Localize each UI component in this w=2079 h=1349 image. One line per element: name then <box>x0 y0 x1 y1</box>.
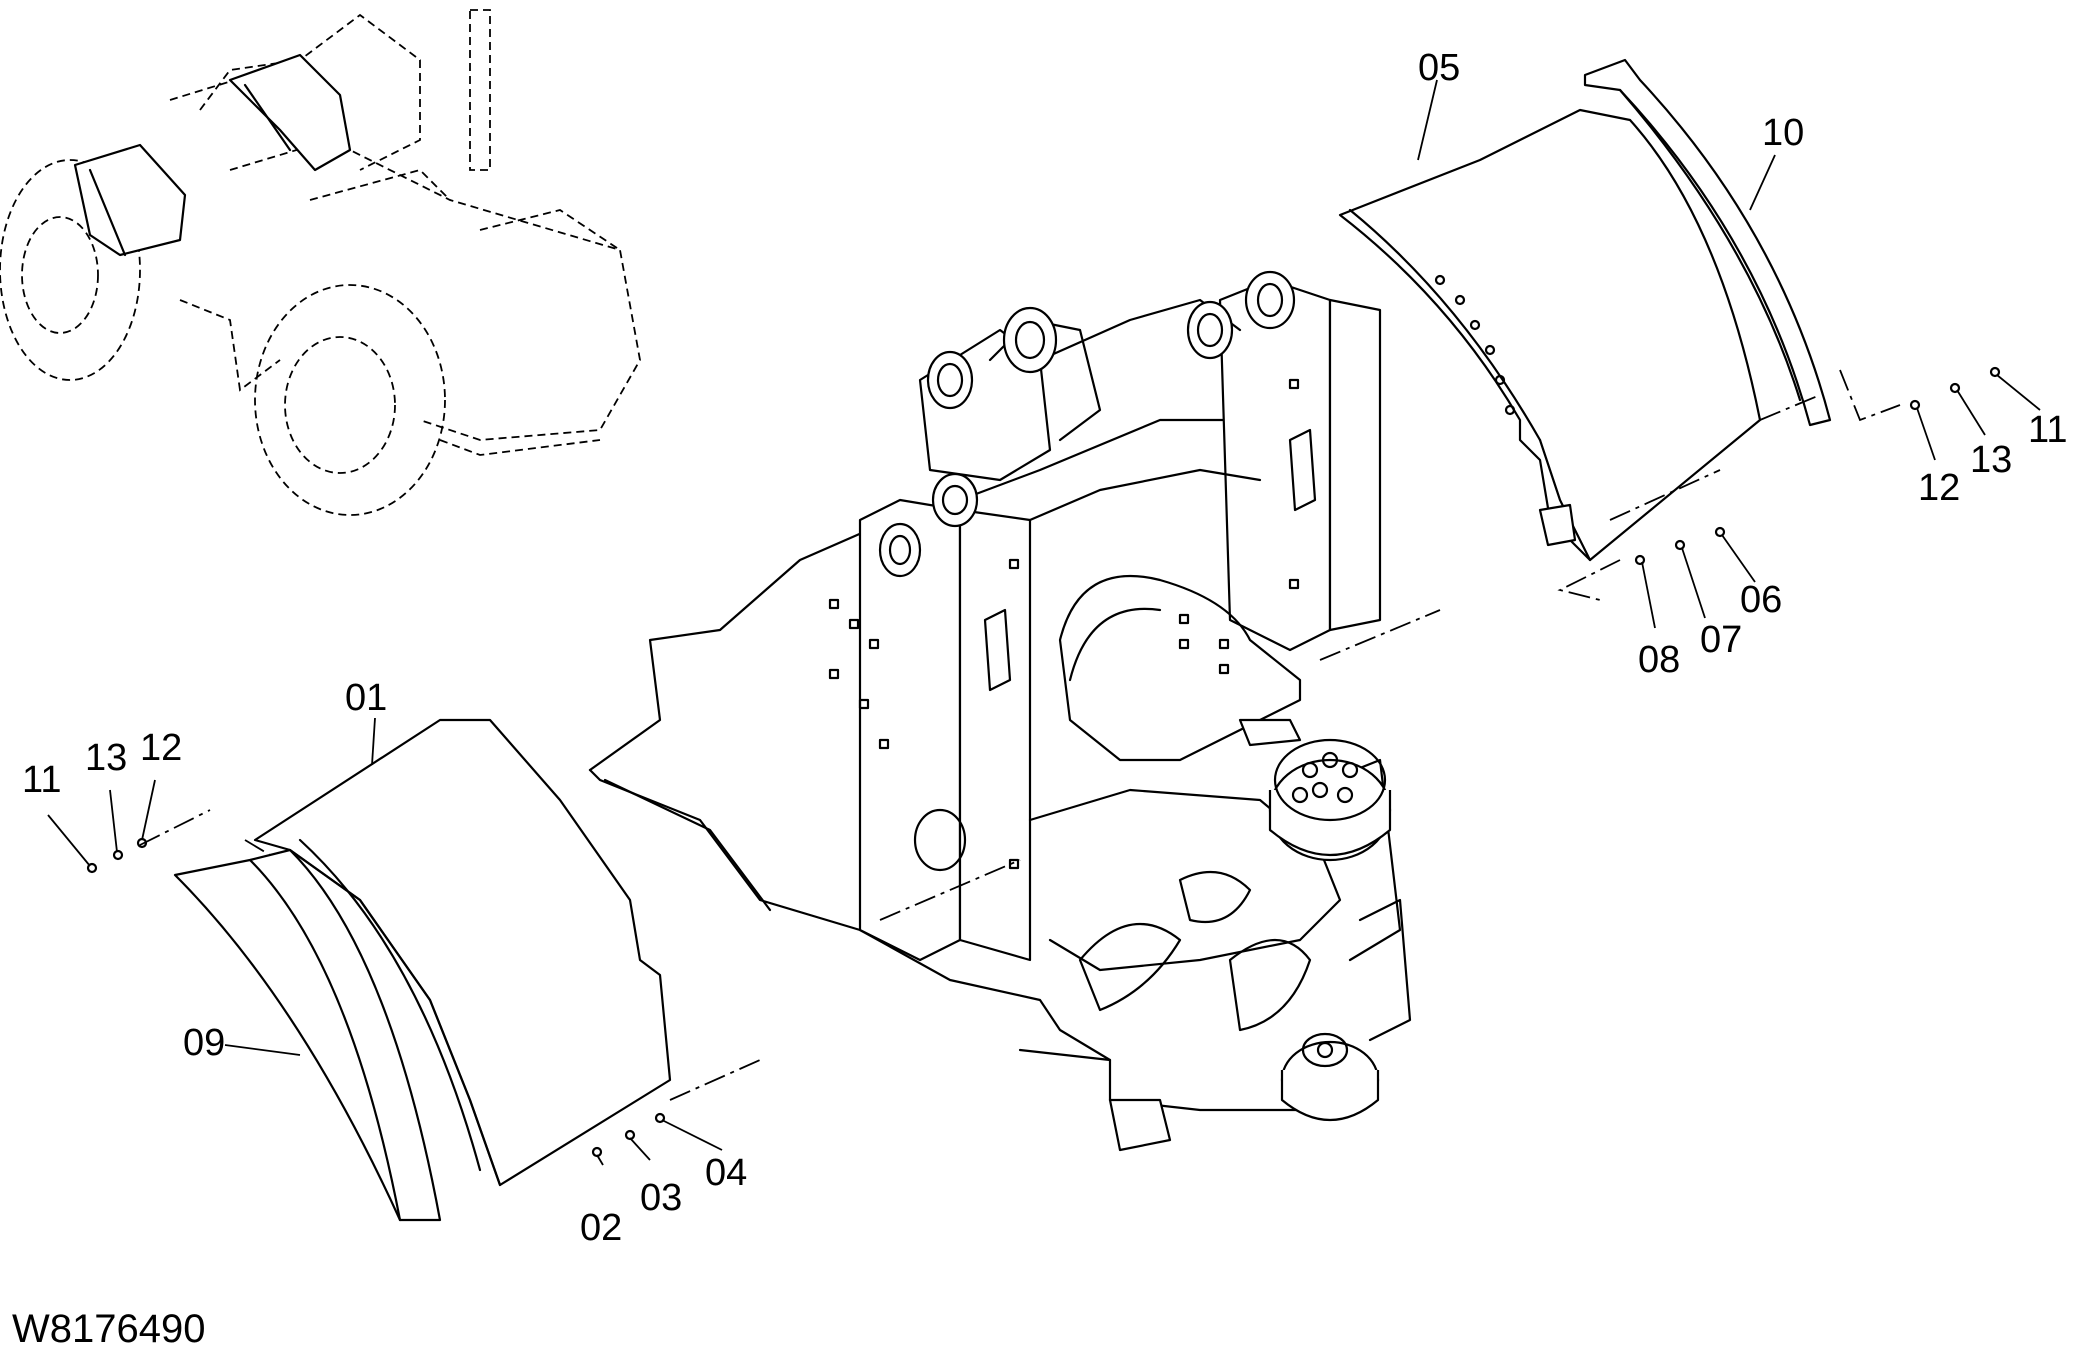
callout-10: 10 <box>1762 112 1804 154</box>
reference-highlight-rear-fender <box>228 53 352 172</box>
callout-06: 06 <box>1740 579 1782 621</box>
callout-03: 03 <box>640 1177 682 1219</box>
reference-highlight-front-fender <box>73 143 187 257</box>
part-10-fender-flap <box>1583 58 1832 427</box>
callout-08: 08 <box>1638 639 1680 681</box>
callout-11-left: 11 <box>22 759 61 801</box>
callout-12-right: 12 <box>1918 467 1960 509</box>
callout-04: 04 <box>705 1152 747 1194</box>
callout-12-left: 12 <box>140 727 182 769</box>
callout-01: 01 <box>345 677 387 719</box>
drawing-code: W8176490 <box>12 1307 205 1349</box>
part-01-fender <box>253 718 672 1187</box>
callout-labels: 01 02 03 04 05 06 07 08 09 10 11 11 12 1… <box>22 47 2067 1249</box>
reference-machine-outline <box>0 9 641 516</box>
callout-02: 02 <box>580 1207 622 1249</box>
callout-13-left: 13 <box>85 737 127 779</box>
hardware-rear-right <box>1634 366 2001 566</box>
callout-leader-lines <box>47 79 2041 1166</box>
part-09-fender-inner <box>173 848 442 1222</box>
front-frame <box>588 270 1412 1152</box>
callout-07: 07 <box>1700 619 1742 661</box>
callout-11-right: 11 <box>2028 409 2067 451</box>
callout-13-right: 13 <box>1970 439 2012 481</box>
callout-05: 05 <box>1418 47 1460 89</box>
assembly-center-lines <box>139 369 1901 1101</box>
callout-09: 09 <box>183 1022 225 1064</box>
